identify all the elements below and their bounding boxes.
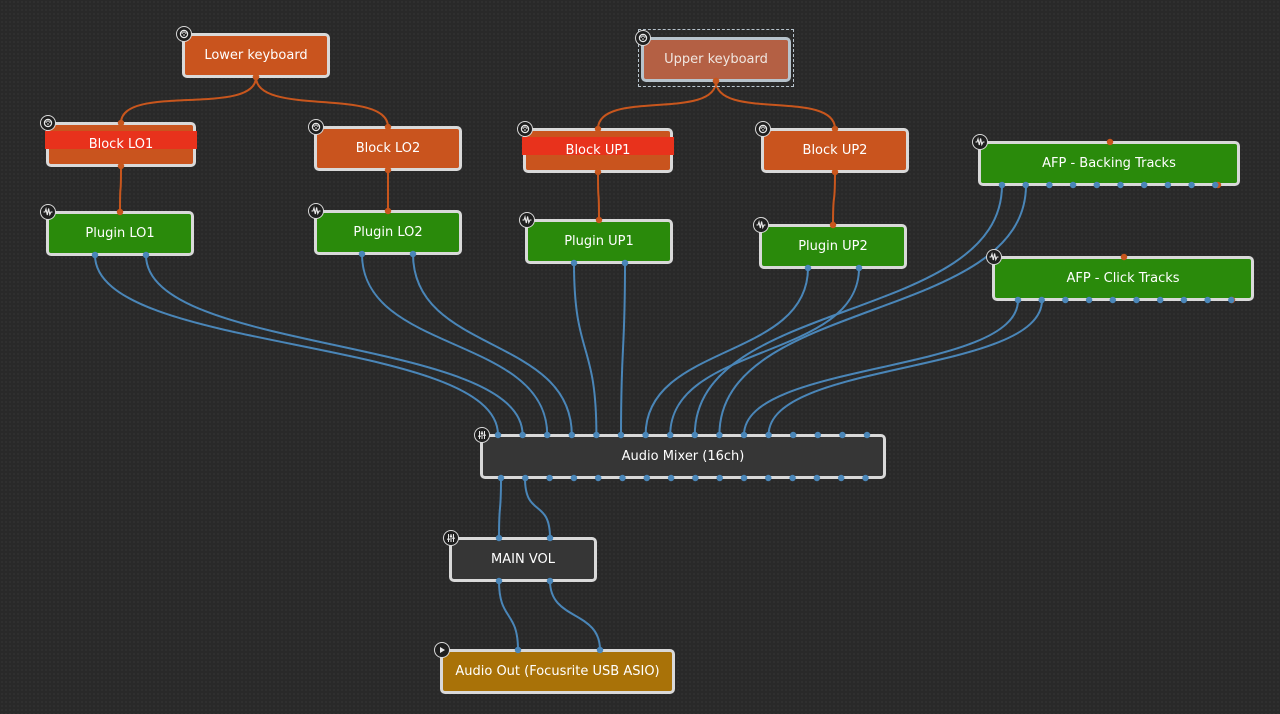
node-block-lo2[interactable]: Block LO2 (308, 119, 462, 171)
connection-wire (620, 262, 626, 436)
node-afp-click[interactable]: AFP - Click Tracks (986, 249, 1254, 301)
node-block-lo1[interactable]: Block LO1 (40, 115, 197, 167)
node-plugin-lo2[interactable]: Plugin LO2 (308, 203, 462, 255)
connection-wire (715, 80, 836, 130)
connection-wire (767, 299, 1043, 436)
node-mixer[interactable]: Audio Mixer (16ch) (474, 427, 886, 479)
node-block-up2[interactable]: Block UP2 (755, 121, 909, 173)
selection-outline (638, 29, 794, 87)
waveform-icon (986, 249, 1002, 265)
active-highlight-bar (45, 131, 197, 149)
connection-wire (597, 171, 600, 221)
midi-port-icon (517, 121, 533, 137)
node-label: AFP - Click Tracks (1066, 271, 1180, 286)
node-main-vol[interactable]: MAIN VOL (443, 530, 597, 582)
node-label: Lower keyboard (204, 48, 308, 63)
mixer-sliders-icon (443, 530, 459, 546)
node-label: AFP - Backing Tracks (1042, 156, 1176, 171)
node-label: MAIN VOL (491, 552, 555, 567)
connection-wire (524, 477, 551, 539)
node-label: Block UP1 (565, 143, 631, 158)
node-label: Block UP2 (802, 143, 868, 158)
node-label: Audio Mixer (16ch) (621, 449, 745, 464)
connection-wire (145, 254, 524, 436)
connection-wire (693, 184, 1003, 436)
node-label: Plugin LO1 (85, 226, 155, 241)
node-plugin-up1[interactable]: Plugin UP1 (519, 212, 673, 264)
node-lower-kb[interactable]: Lower keyboard (176, 26, 330, 78)
waveform-icon (308, 203, 324, 219)
node-label: Plugin UP2 (798, 239, 868, 254)
node-label: Block LO2 (355, 141, 421, 156)
connection-wire (94, 254, 499, 436)
connection-wire (549, 580, 601, 651)
mixer-sliders-icon (474, 427, 490, 443)
connection-wire (669, 267, 860, 436)
waveform-icon (40, 204, 56, 220)
node-label: Block LO1 (88, 137, 154, 152)
connection-wire (597, 80, 717, 130)
waveform-icon (519, 212, 535, 228)
node-block-up1[interactable]: Block UP1 (517, 121, 674, 173)
midi-port-icon (40, 115, 56, 131)
connection-wire (361, 253, 549, 436)
node-label: Plugin UP1 (564, 234, 634, 249)
connection-wire (718, 184, 1027, 436)
connection-wire (120, 76, 257, 124)
midi-port-icon (176, 26, 192, 42)
node-label: Upper keyboard (664, 52, 768, 67)
midi-port-icon (755, 121, 771, 137)
connection-wire (498, 477, 502, 539)
node-afp-backing[interactable]: AFP - Backing Tracks (972, 134, 1240, 186)
node-plugin-lo1[interactable]: Plugin LO1 (40, 204, 194, 256)
node-audio-out[interactable]: Audio Out (Focusrite USB ASIO) (434, 642, 675, 694)
connection-wire (644, 267, 809, 436)
node-upper-kb[interactable]: Upper keyboard (635, 30, 791, 82)
midi-port-icon (308, 119, 324, 135)
node-plugin-up2[interactable]: Plugin UP2 (753, 217, 907, 269)
connection-wire (255, 76, 389, 128)
waveform-icon (972, 134, 988, 150)
connection-wire (832, 171, 836, 226)
node-label: Audio Out (Focusrite USB ASIO) (455, 664, 660, 679)
connection-wire (412, 253, 573, 436)
node-label: Plugin LO2 (353, 225, 423, 240)
connection-wire (119, 165, 122, 213)
connection-wire (743, 299, 1019, 436)
waveform-icon (753, 217, 769, 233)
play-icon (434, 642, 450, 658)
connection-wire (498, 580, 519, 651)
active-highlight-bar (522, 137, 674, 155)
connection-wire (573, 262, 598, 436)
midi-port-icon (635, 30, 651, 46)
